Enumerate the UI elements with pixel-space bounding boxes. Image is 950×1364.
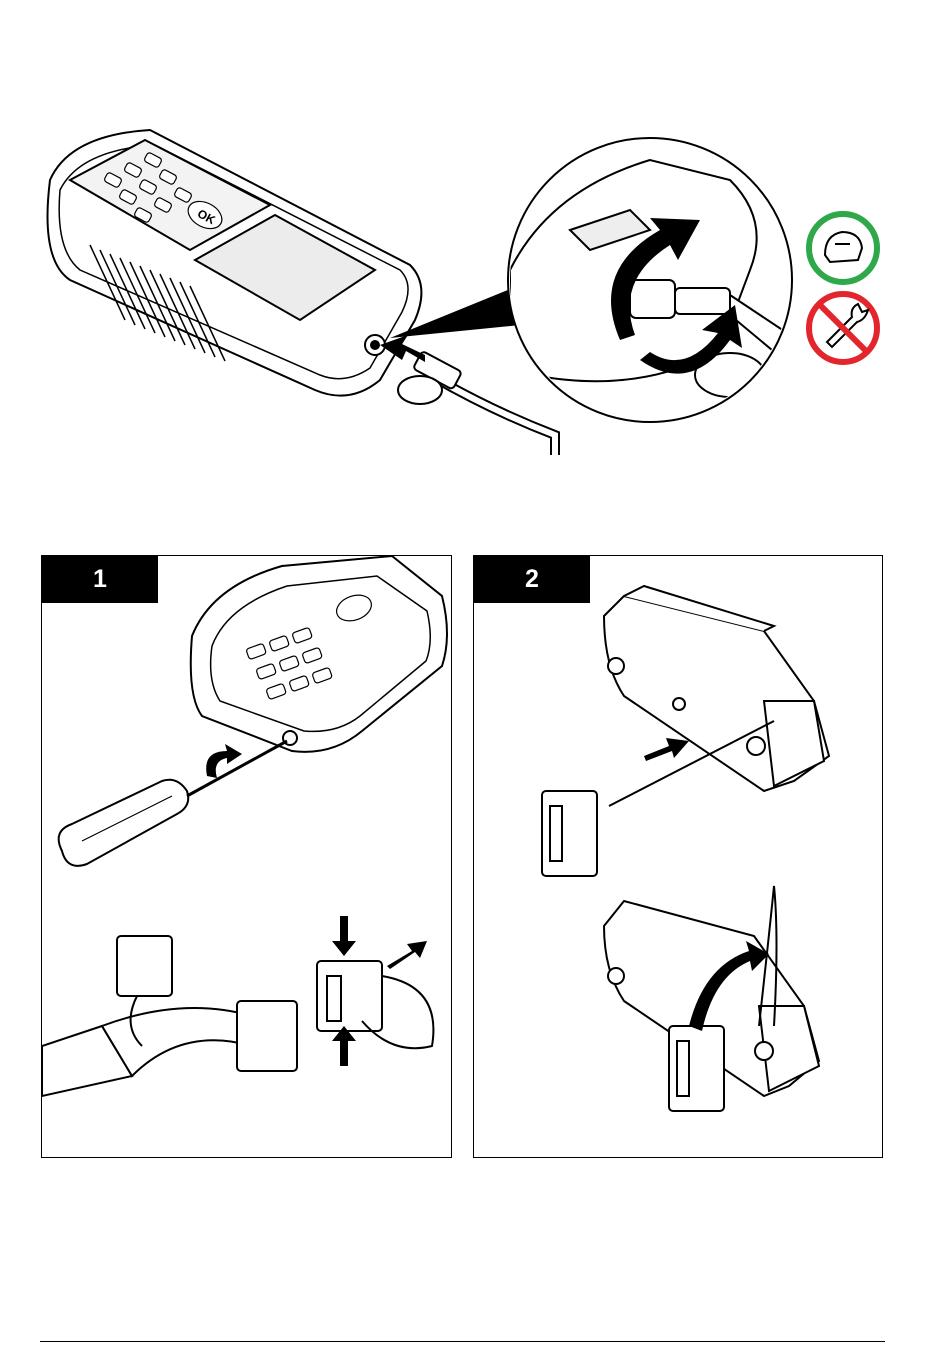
pull-arrow: [387, 941, 427, 969]
push-arrow-icon: [644, 738, 689, 761]
screwdriver-icon: [59, 741, 287, 866]
step-1-panel: 1: [41, 555, 452, 1158]
strap-clip: [317, 961, 433, 1048]
rotate-arrow-icon: [206, 744, 242, 778]
connector-detail-callout: [508, 138, 792, 422]
meter-connection-figure: OK: [30, 120, 930, 480]
holder-upper: [604, 586, 829, 791]
no-wrench-icon: [809, 294, 877, 362]
probe-cable: [398, 351, 555, 455]
step-number-1: 1: [42, 556, 158, 603]
meter-bottom-view: [191, 556, 447, 752]
handheld-meter: OK: [48, 130, 422, 396]
press-arrow-top: [332, 916, 356, 956]
step-2-panel: 2: [473, 555, 883, 1158]
loose-clip: [542, 791, 597, 876]
footer-rule: [40, 1341, 885, 1342]
step-number-2: 2: [474, 556, 590, 603]
carry-strap: [42, 936, 297, 1096]
hand-tighten-icon: [809, 214, 877, 282]
